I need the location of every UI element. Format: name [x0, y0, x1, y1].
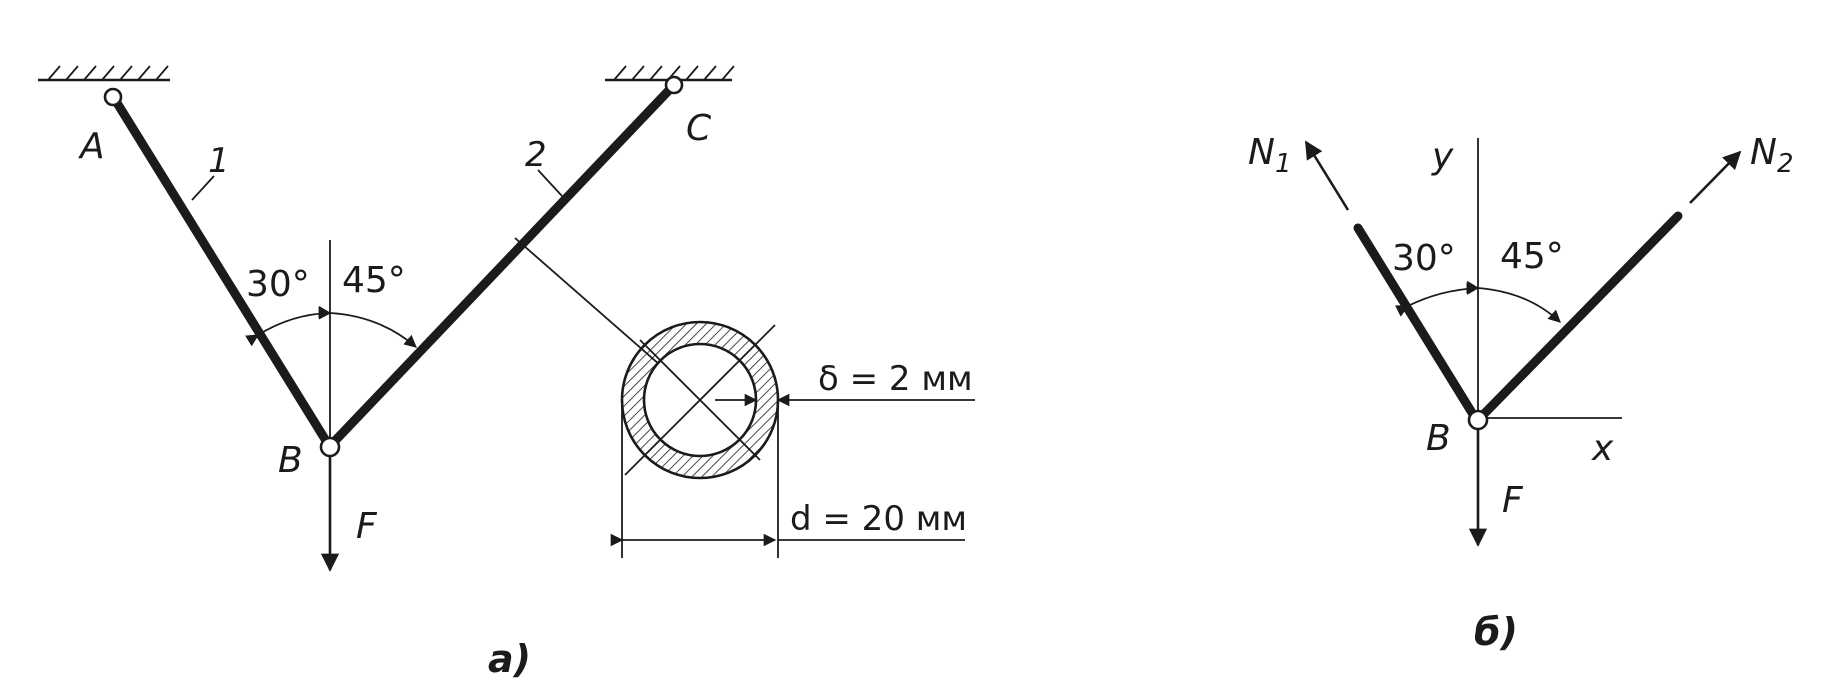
support-a [38, 65, 170, 82]
member-n1 [1353, 223, 1479, 421]
member-n2 [1477, 211, 1683, 421]
label-angle-30: 30° [246, 264, 310, 305]
rod-2 [327, 81, 678, 449]
pin-a [103, 87, 123, 107]
label-joint-a: A [78, 126, 105, 167]
force-arrow-n2 [1689, 150, 1742, 204]
rod-1 [109, 93, 333, 449]
label-joint-b: B [278, 440, 303, 481]
pin-b-free-body [1467, 409, 1489, 431]
angle-arc-30 [245, 307, 332, 347]
force-arrow-n1 [1304, 140, 1350, 211]
pin-c [664, 75, 684, 95]
label-rod-1: 1 [208, 141, 230, 181]
label-angle-30-b: 30° [1392, 238, 1456, 279]
label-rod-2: 2 [525, 135, 547, 175]
angle-arc-30-b [1395, 282, 1480, 317]
label-n2: N2 [1750, 132, 1793, 179]
caption-b: б) [1474, 610, 1518, 654]
diagram-b: N1 N2 y x B 30° 45° F б) [1248, 132, 1793, 654]
angle-arc-45-b [1466, 280, 1561, 323]
label-axis-y: y [1431, 136, 1454, 177]
label-force-f: F [356, 506, 378, 547]
rod-1-leader [191, 175, 215, 201]
rod-2-leader [537, 169, 563, 197]
label-axis-x: x [1591, 428, 1614, 469]
diagram-a: A C B 1 2 30° 45° F δ = 2 мм d = 20 мм a… [38, 65, 975, 680]
label-angle-45: 45° [342, 260, 406, 301]
label-joint-c: C [686, 108, 712, 149]
label-n1: N1 [1248, 132, 1291, 179]
caption-a: a) [488, 637, 531, 680]
angle-arc-45 [318, 306, 417, 348]
label-joint-b-free-body: B [1426, 418, 1451, 459]
pipe-cross-section [610, 320, 975, 558]
pin-b [319, 436, 341, 458]
label-angle-45-b: 45° [1500, 236, 1564, 277]
label-force-f-b: F [1502, 480, 1524, 521]
label-diameter: d = 20 мм [790, 499, 967, 539]
label-wall-thickness: δ = 2 мм [818, 359, 973, 399]
